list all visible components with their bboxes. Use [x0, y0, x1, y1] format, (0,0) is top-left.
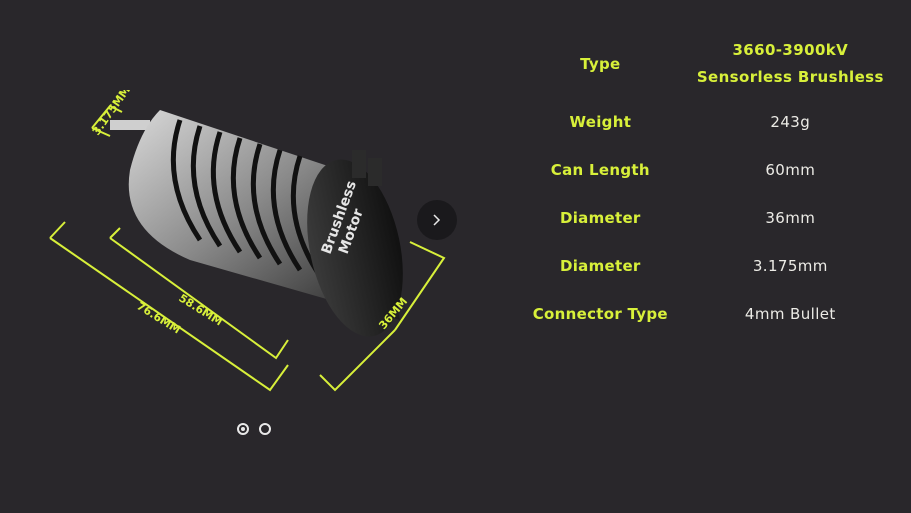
- carousel-dots: [237, 423, 271, 435]
- spec-value: 4mm Bullet: [744, 305, 836, 323]
- dim-shaft-label: 3.175MM: [90, 90, 133, 138]
- chevron-right-icon: [433, 214, 441, 226]
- spec-key: Diameter: [559, 209, 641, 227]
- carousel-dot-2[interactable]: [259, 423, 271, 435]
- spec-value: 243g: [770, 113, 811, 131]
- spec-key: Connector Type: [532, 305, 668, 323]
- spec-value-line1: 3660-3900kV: [732, 41, 849, 59]
- dim-can-label: 58.6MM: [176, 292, 224, 329]
- spec-row-diameter: Diameter 36mm: [520, 194, 900, 242]
- dimension-lines: [49, 104, 446, 392]
- end-cap: Brushless Motor: [307, 150, 403, 337]
- spec-value: 36mm: [765, 209, 816, 227]
- spec-row-weight: Weight 243g: [520, 98, 900, 146]
- spec-key: Diameter: [559, 257, 641, 275]
- spec-row-type: Type 3660-3900kV Sensorless Brushless: [520, 36, 900, 92]
- spec-table: Type 3660-3900kV Sensorless Brushless We…: [520, 36, 900, 338]
- spec-row-connector: Connector Type 4mm Bullet: [520, 290, 900, 338]
- spec-row-can-length: Can Length 60mm: [520, 146, 900, 194]
- carousel-dot-1[interactable]: [237, 423, 249, 435]
- spec-key: Type: [580, 55, 621, 73]
- next-slide-button[interactable]: [417, 200, 457, 240]
- spec-value: 3660-3900kV Sensorless Brushless: [681, 37, 900, 91]
- motor-illustration: Brushless Motor 3.175MM 58.6MM 76.6MM 36…: [49, 90, 446, 392]
- spec-value-line2: Sensorless Brushless: [696, 68, 884, 86]
- spec-row-shaft-diameter: Diameter 3.175mm: [520, 242, 900, 290]
- spec-key: Can Length: [550, 161, 650, 179]
- motor-image: Brushless Motor 3.175MM 58.6MM 76.6MM 36…: [40, 90, 460, 410]
- spec-value: 3.175mm: [752, 257, 828, 275]
- shaft: [110, 120, 150, 130]
- spec-value: 60mm: [765, 161, 816, 179]
- dim-total-label: 76.6MM: [134, 300, 182, 337]
- spec-key: Weight: [569, 113, 632, 131]
